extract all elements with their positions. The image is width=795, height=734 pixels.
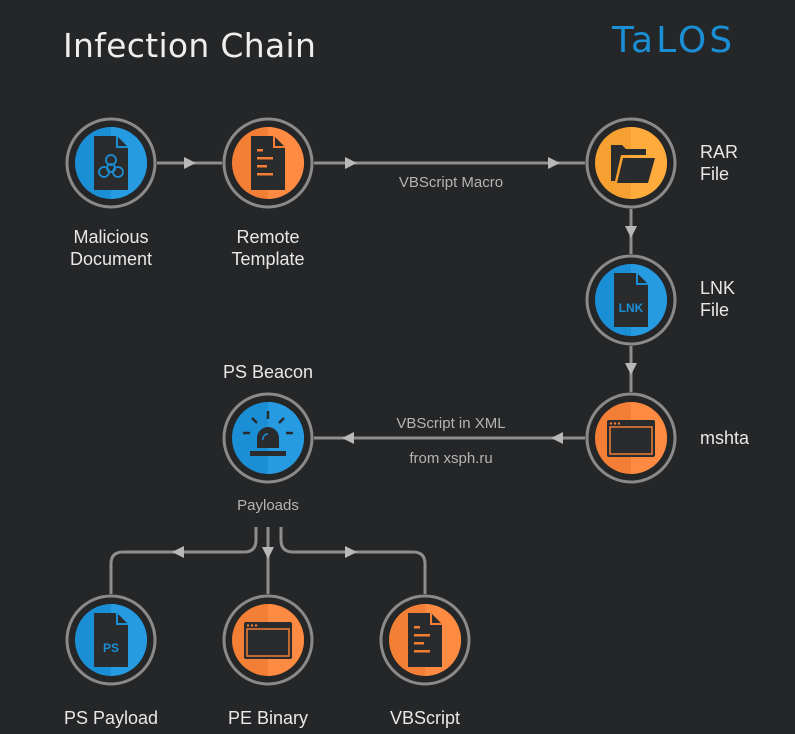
arrow-down [262,547,274,559]
node-vbscript [379,594,471,686]
folder-icon [611,145,655,183]
window-icon [607,420,655,457]
edge-beacon-to-vbscript [279,527,427,594]
svg-text:PS: PS [103,641,119,655]
talos-logo: TaLOS [612,20,736,61]
svg-text:LNK: LNK [619,301,644,315]
node-label-malicious-document: Malicious Document [69,227,153,269]
arrow-left [551,432,563,444]
edge-label-from-xsph: from xsph.ru [409,450,493,467]
arrow-down [625,363,637,375]
edge-label-vbscript-macro: VBScript Macro [398,174,504,191]
window-icon [244,622,292,659]
node-label-mshta: mshta [700,428,750,448]
document-icon [408,613,442,667]
node-malicious-document [65,117,157,209]
page-title: Infection Chain [63,26,317,65]
arrow-right [548,157,560,169]
arrow-down [625,226,637,238]
document-icon [251,136,285,190]
node-label-ps-beacon: PS Beacon [222,362,314,382]
node-label-remote-template: Remote Template [231,227,305,269]
node-label-vbscript: VBScript [389,708,461,728]
node-label-rar-file: RAR File [700,142,739,184]
node-lnk-file: LNK [585,254,677,346]
ps-file-icon: PS [94,613,128,667]
biohazard-document-icon [94,136,128,190]
node-ps-beacon [222,392,314,484]
edge-beacon-to-ps-payload [109,527,258,594]
node-label-lnk-file: LNK File [700,278,736,320]
branch-label-payloads: Payloads [237,497,299,514]
arrow-left [172,546,184,558]
node-mshta [585,392,677,484]
node-label-ps-payload: PS Payload [63,708,159,728]
arrow-left [342,432,354,444]
arrow-right [345,157,357,169]
arrow-right [345,546,357,558]
arrow-right [184,157,196,169]
node-remote-template [222,117,314,209]
node-ps-payload: PS [65,594,157,686]
edge-label-vbscript-in-xml: VBScript in XML [396,415,506,432]
lnk-file-icon: LNK [614,273,648,327]
beacon-icon [243,411,293,456]
node-rar-file [585,117,677,209]
node-label-pe-binary: PE Binary [227,708,309,728]
node-pe-binary [222,594,314,686]
